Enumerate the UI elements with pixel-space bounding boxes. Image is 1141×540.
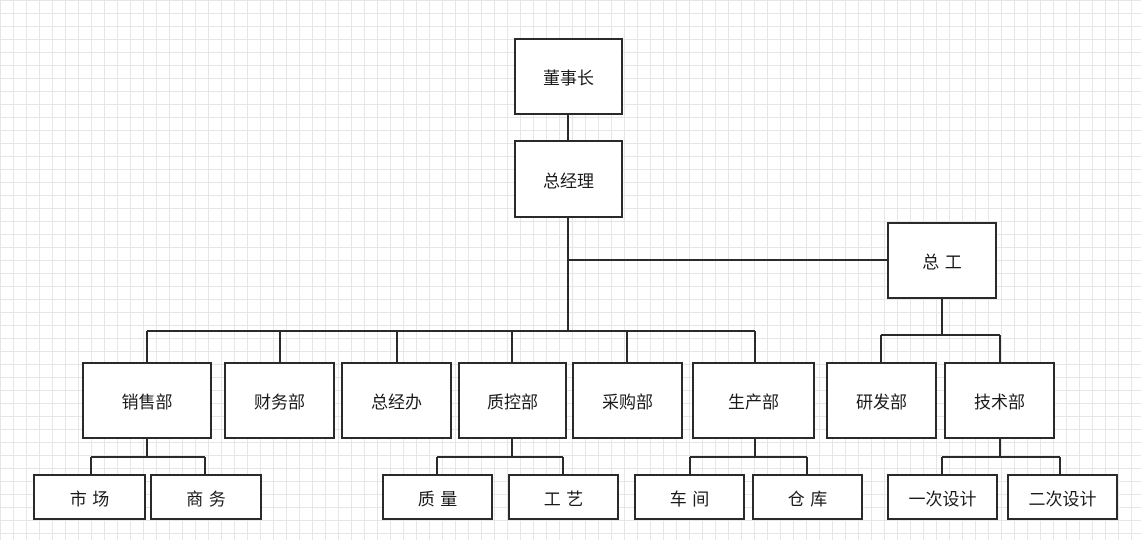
sub-process-box: 工 艺 <box>508 474 619 520</box>
dept-finance-box: 财务部 <box>224 362 335 439</box>
sub-secondary-design-box: 二次设计 <box>1007 474 1118 520</box>
sub-workshop-label: 车 间 <box>669 489 710 510</box>
dept-production-label: 生产部 <box>728 393 779 413</box>
dept-finance-label: 财务部 <box>254 393 305 413</box>
sub-process-label: 工 艺 <box>543 489 584 510</box>
dept-sales-label: 销售部 <box>121 393 173 413</box>
sub-primary-design-box: 一次设计 <box>887 474 998 520</box>
sub-business-label: 商 务 <box>186 489 226 510</box>
chief-engineer-box: 总 工 <box>887 222 997 299</box>
dept-sales-box: 销售部 <box>82 362 212 439</box>
dept-purchasing-box: 采购部 <box>572 362 683 439</box>
sub-workshop-box: 车 间 <box>634 474 745 520</box>
dept-purchasing-label: 采购部 <box>602 393 653 413</box>
dept-technology-label: 技术部 <box>974 393 1025 413</box>
sub-quality-label: 质 量 <box>417 489 458 510</box>
dept-general-office-box: 总经办 <box>341 362 452 439</box>
sub-primary-design-label: 一次设计 <box>908 489 977 510</box>
dept-quality-control-label: 质控部 <box>487 393 538 413</box>
sub-warehouse-label: 仓 库 <box>787 489 828 510</box>
sub-warehouse-box: 仓 库 <box>752 474 863 520</box>
chairman-label: 董事长 <box>543 69 594 89</box>
dept-rnd-label: 研发部 <box>856 393 907 413</box>
general-manager-label: 总经理 <box>543 171 594 192</box>
dept-general-office-label: 总经办 <box>371 393 422 413</box>
sub-secondary-design-label: 二次设计 <box>1028 489 1097 510</box>
chairman-box: 董事长 <box>514 38 623 115</box>
sub-quality-box: 质 量 <box>382 474 493 520</box>
dept-rnd-box: 研发部 <box>826 362 937 439</box>
sub-market-box: 市 场 <box>33 474 146 520</box>
dept-production-box: 生产部 <box>692 362 815 439</box>
sub-business-box: 商 务 <box>150 474 262 520</box>
sub-market-label: 市 场 <box>69 489 110 510</box>
general-manager-box: 总经理 <box>514 140 623 218</box>
dept-quality-control-box: 质控部 <box>458 362 567 439</box>
dept-technology-box: 技术部 <box>944 362 1055 439</box>
chief-engineer-label: 总 工 <box>922 253 962 273</box>
